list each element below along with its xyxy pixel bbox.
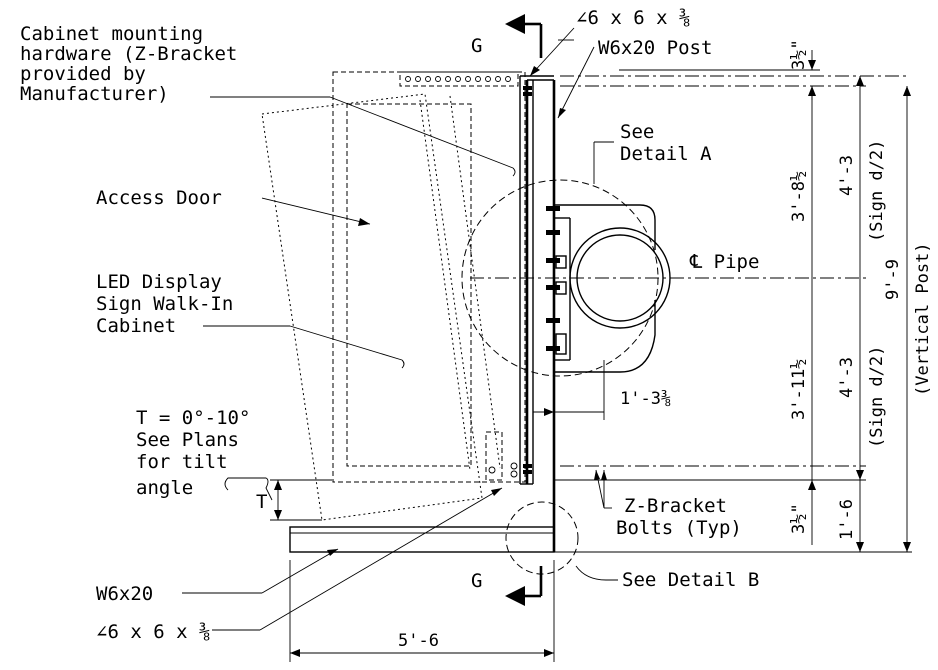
led-cabinet-outline [332, 71, 526, 483]
label-cabinet-hardware-1: Cabinet mounting [20, 23, 203, 45]
label-led-cabinet-1: LED Display [96, 271, 222, 293]
dim-base-width: 5'-6 [398, 631, 439, 651]
w6x20-base-beam [289, 526, 555, 553]
dim-lower-half: 3'-11½ [789, 359, 809, 420]
dim-bottom-offset: 3½" [789, 503, 809, 534]
label-access-door: Access Door [96, 187, 222, 209]
dimension-lines [270, 50, 911, 662]
label-tilt-3: for tilt [136, 451, 228, 473]
label-tilt-t: T [256, 491, 267, 513]
label-zbracket-2: Bolts (Typ) [616, 517, 742, 539]
label-cabinet-hardware-3: provided by [20, 63, 146, 85]
dim-lower-sign-note: (Sign d/2) [867, 346, 887, 448]
dim-base-height: 1'-6 [837, 499, 857, 540]
tilted-access-door [261, 93, 501, 521]
section-mark-top-label: G [471, 35, 482, 57]
label-see-detail-a-1: See [620, 121, 654, 143]
bracket-bolts [546, 206, 560, 351]
detail-b-circle [505, 501, 579, 575]
label-angle-top: ∠6 x 6 x ⅜ [576, 7, 690, 29]
leader-lines [182, 27, 618, 631]
pipe-bracket-assembly [546, 204, 671, 373]
section-mark-bottom: G [471, 566, 543, 606]
dim-upper-sign: 4'-3 [837, 155, 857, 196]
label-see-detail-a-2: Detail A [620, 143, 712, 165]
post-bolts [523, 86, 532, 474]
section-mark-bottom-label: G [471, 570, 482, 592]
label-angle-bottom: ∠6 x 6 x ⅜ [96, 621, 210, 643]
label-cabinet-hardware-4: Manufacturer) [20, 83, 169, 105]
dim-lower-sign: 4'-3 [837, 357, 857, 398]
dim-pipe-offset: 1'-3⅜ [620, 389, 671, 409]
label-see-detail-b: See Detail B [622, 569, 759, 591]
section-mark-top: G [471, 14, 543, 58]
label-led-cabinet-3: Cabinet [96, 315, 176, 337]
label-zbracket-1: Z-Bracket [624, 495, 727, 517]
cabinet-hinge-bolts [405, 76, 511, 82]
dim-total-note: (Vertical Post) [913, 242, 933, 396]
label-tilt-2: See Plans [136, 429, 239, 451]
dim-upper-sign-note: (Sign d/2) [867, 140, 887, 242]
label-post: W6x20 Post [598, 37, 712, 59]
label-tilt-1: T = 0°-10° [136, 407, 250, 429]
w6x20-post [519, 75, 556, 552]
label-w6x20-base: W6x20 [96, 583, 153, 605]
label-cabinet-hardware-2: hardware (Z-Bracket [20, 43, 237, 65]
label-pipe-centerline: ℄ Pipe [689, 251, 759, 273]
dim-upper-half: 3'-8½ [789, 171, 809, 222]
dim-total: 9'-9 [883, 259, 903, 300]
label-tilt-4: angle [136, 477, 193, 499]
dim-top-offset: 3½" [789, 39, 809, 70]
label-led-cabinet-2: Sign Walk-In [96, 293, 233, 315]
